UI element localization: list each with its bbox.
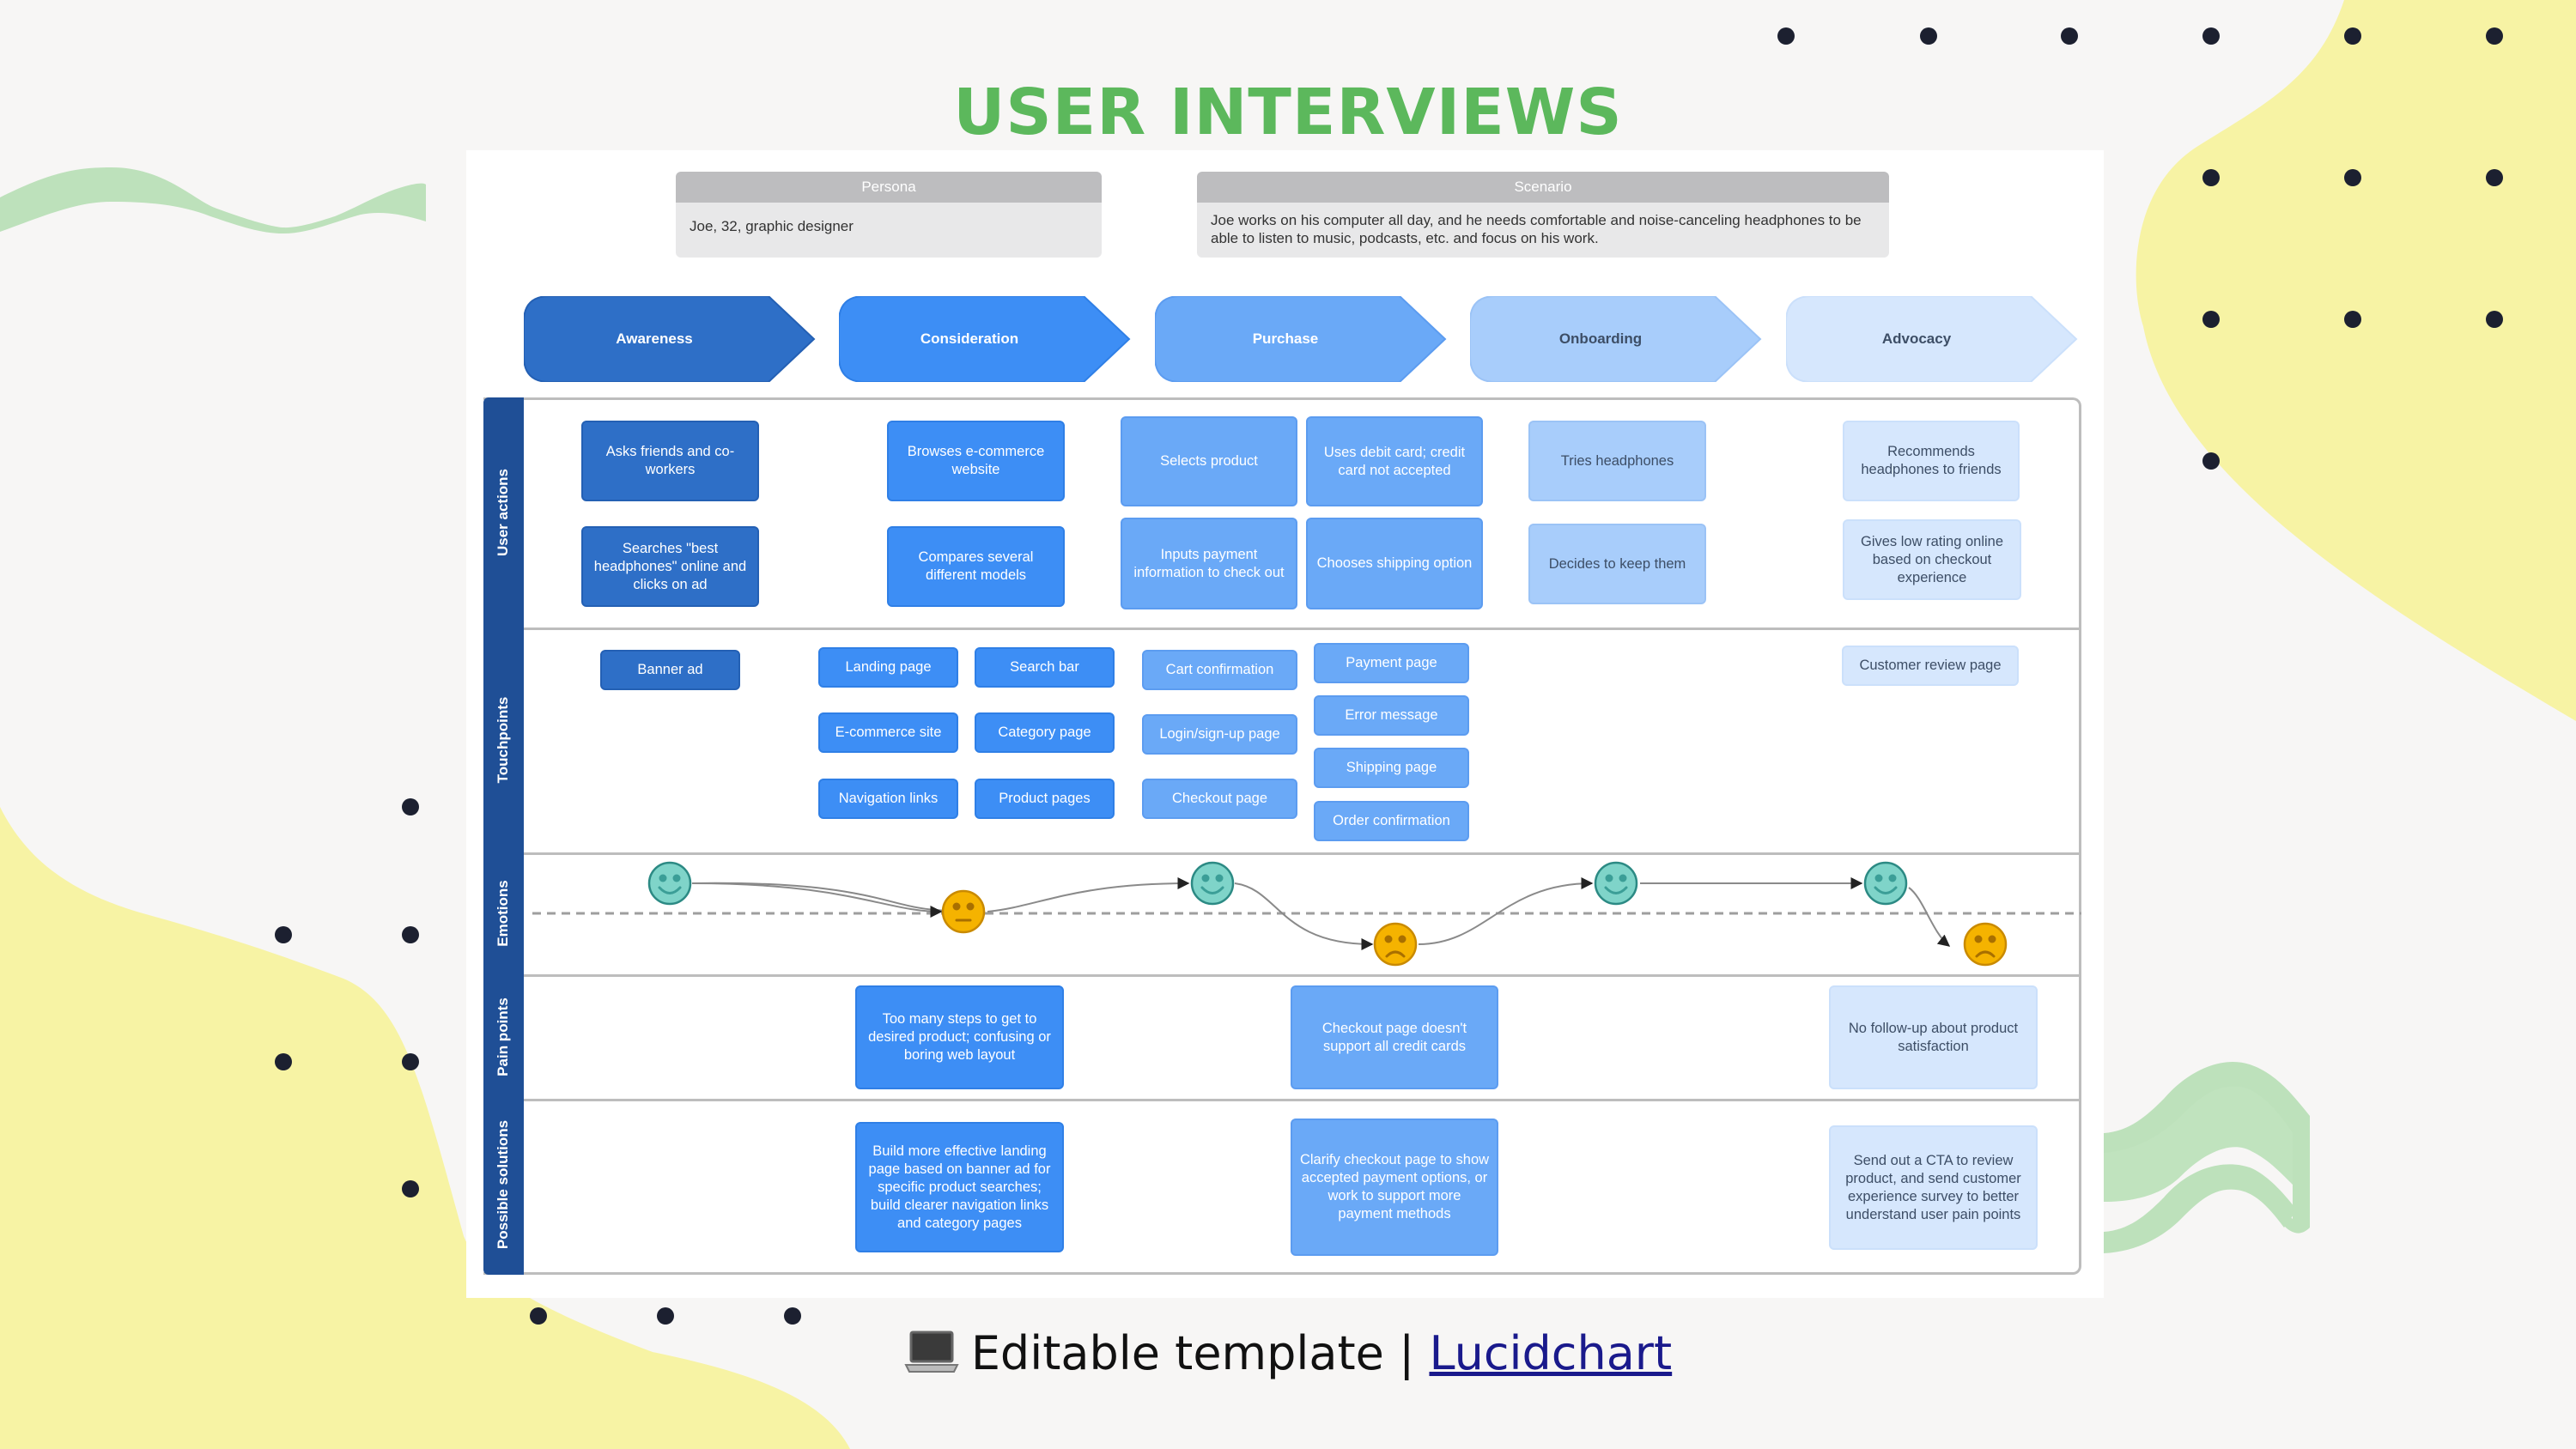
lane-label-touchpoints: Touchpoints <box>495 696 511 784</box>
scenario-card: Scenario Joe works on his computer all d… <box>1197 172 1889 258</box>
lane-divider <box>524 852 2081 855</box>
pain-point-card[interactable]: Checkout page doesn't support all credit… <box>1291 985 1498 1089</box>
emotion-connector <box>1234 882 1374 950</box>
yellow-blob-bottom-left <box>0 807 850 1449</box>
solution-card[interactable]: Clarify checkout page to show accepted p… <box>1291 1119 1498 1256</box>
user-action-card[interactable]: Chooses shipping option <box>1306 518 1483 609</box>
touchpoint-chip[interactable]: Landing page <box>818 647 958 688</box>
user-action-card[interactable]: Searches "best headphones" online and cl… <box>581 526 759 607</box>
touchpoint-chip[interactable]: Category page <box>975 712 1115 753</box>
emotion-face-sad-icon <box>1373 922 1418 967</box>
user-action-card[interactable]: Recommends headphones to friends <box>1843 421 2020 501</box>
scenario-text: Joe works on his computer all day, and h… <box>1197 203 1889 258</box>
user-action-card[interactable]: Compares several different models <box>887 526 1065 607</box>
stage-advocacy[interactable]: Advocacy <box>1786 296 2078 382</box>
touchpoint-chip[interactable]: Checkout page <box>1142 779 1297 819</box>
emotion-connector <box>1418 877 1594 945</box>
touchpoint-chip[interactable]: Payment page <box>1314 643 1469 683</box>
user-action-card[interactable]: Decides to keep them <box>1528 524 1706 604</box>
persona-card: Persona Joe, 32, graphic designer <box>676 172 1102 258</box>
pain-point-card[interactable]: No follow-up about product satisfaction <box>1829 985 2038 1089</box>
user-action-card[interactable]: Gives low rating online based on checkou… <box>1843 519 2021 600</box>
stage-awareness[interactable]: Awareness <box>524 296 816 382</box>
user-action-card[interactable]: Uses debit card; credit card not accepte… <box>1306 416 1483 506</box>
scenario-header: Scenario <box>1197 172 1889 203</box>
emotion-connector <box>691 882 954 912</box>
lane-label-possible-solutions: Possible solutions <box>495 1119 511 1250</box>
touchpoint-chip[interactable]: Product pages <box>975 779 1115 819</box>
user-action-card[interactable]: Selects product <box>1121 416 1297 506</box>
pain-point-card[interactable]: Too many steps to get to desired product… <box>855 985 1064 1089</box>
stage-purchase[interactable]: Purchase <box>1155 296 1447 382</box>
page-title: USER INTERVIEWS <box>953 76 1623 149</box>
solution-card[interactable]: Send out a CTA to review product, and se… <box>1829 1125 2038 1250</box>
user-action-card[interactable]: Browses e-commerce website <box>887 421 1065 501</box>
emotion-curve <box>532 861 2081 967</box>
stage-label: Purchase <box>1252 330 1319 347</box>
persona-header: Persona <box>676 172 1102 203</box>
emotion-face-happy-icon <box>647 861 692 906</box>
emotion-connector <box>1908 887 1951 947</box>
dot-grid <box>275 27 2503 1325</box>
caption-text: Editable template <box>970 1326 1384 1380</box>
touchpoint-chip[interactable]: Customer review page <box>1842 646 2019 686</box>
caption: Editable template | Lucidchart <box>0 1326 2576 1385</box>
stage-onboarding[interactable]: Onboarding <box>1470 296 1762 382</box>
caption-separator: | <box>1399 1326 1415 1380</box>
touchpoint-chip[interactable]: Shipping page <box>1314 748 1469 788</box>
user-action-card[interactable]: Tries headphones <box>1528 421 1706 501</box>
touchpoint-chip[interactable]: Navigation links <box>818 779 958 819</box>
lucidchart-link[interactable]: Lucidchart <box>1429 1326 1673 1380</box>
emotion-face-happy-icon <box>1863 861 1908 906</box>
emotion-face-sad-icon <box>1963 922 2008 967</box>
touchpoint-chip[interactable]: Cart confirmation <box>1142 650 1297 690</box>
yellow-blob-top-right <box>2136 0 2576 721</box>
green-wave-left <box>0 167 426 233</box>
touchpoint-chip[interactable]: Banner ad <box>600 650 740 690</box>
lane-divider <box>524 1099 2081 1101</box>
lane-divider <box>524 974 2081 977</box>
stage-label: Consideration <box>920 330 1019 347</box>
lane-header-bar <box>483 397 524 1275</box>
touchpoint-chip[interactable]: Error message <box>1314 695 1469 736</box>
laptop-icon <box>904 1329 959 1385</box>
stage-label: Onboarding <box>1558 330 1643 347</box>
emotion-face-neutral-icon <box>941 889 986 934</box>
emotion-face-happy-icon <box>1594 861 1638 906</box>
lane-label-pain-points: Pain points <box>495 997 511 1076</box>
lane-divider <box>524 627 2081 630</box>
green-wave-right-lower <box>2104 1164 2297 1253</box>
green-wave-right <box>2104 1070 2293 1202</box>
lane-label-user-actions: User actions <box>495 468 511 557</box>
stage-label: Advocacy <box>1881 330 1952 347</box>
touchpoint-chip[interactable]: E-commerce site <box>818 712 958 753</box>
emotion-connector <box>987 877 1190 912</box>
emotion-face-happy-icon <box>1190 861 1235 906</box>
user-action-card[interactable]: Asks friends and co-workers <box>581 421 759 501</box>
stage-label: Awareness <box>616 330 693 347</box>
stage-consideration[interactable]: Consideration <box>839 296 1131 382</box>
user-action-card[interactable]: Inputs payment information to check out <box>1121 518 1297 609</box>
emotion-connector <box>691 882 943 918</box>
persona-text: Joe, 32, graphic designer <box>676 203 1102 258</box>
touchpoint-chip[interactable]: Order confirmation <box>1314 801 1469 841</box>
solution-card[interactable]: Build more effective landing page based … <box>855 1122 1064 1252</box>
touchpoint-chip[interactable]: Login/sign-up page <box>1142 714 1297 755</box>
touchpoint-chip[interactable]: Search bar <box>975 647 1115 688</box>
